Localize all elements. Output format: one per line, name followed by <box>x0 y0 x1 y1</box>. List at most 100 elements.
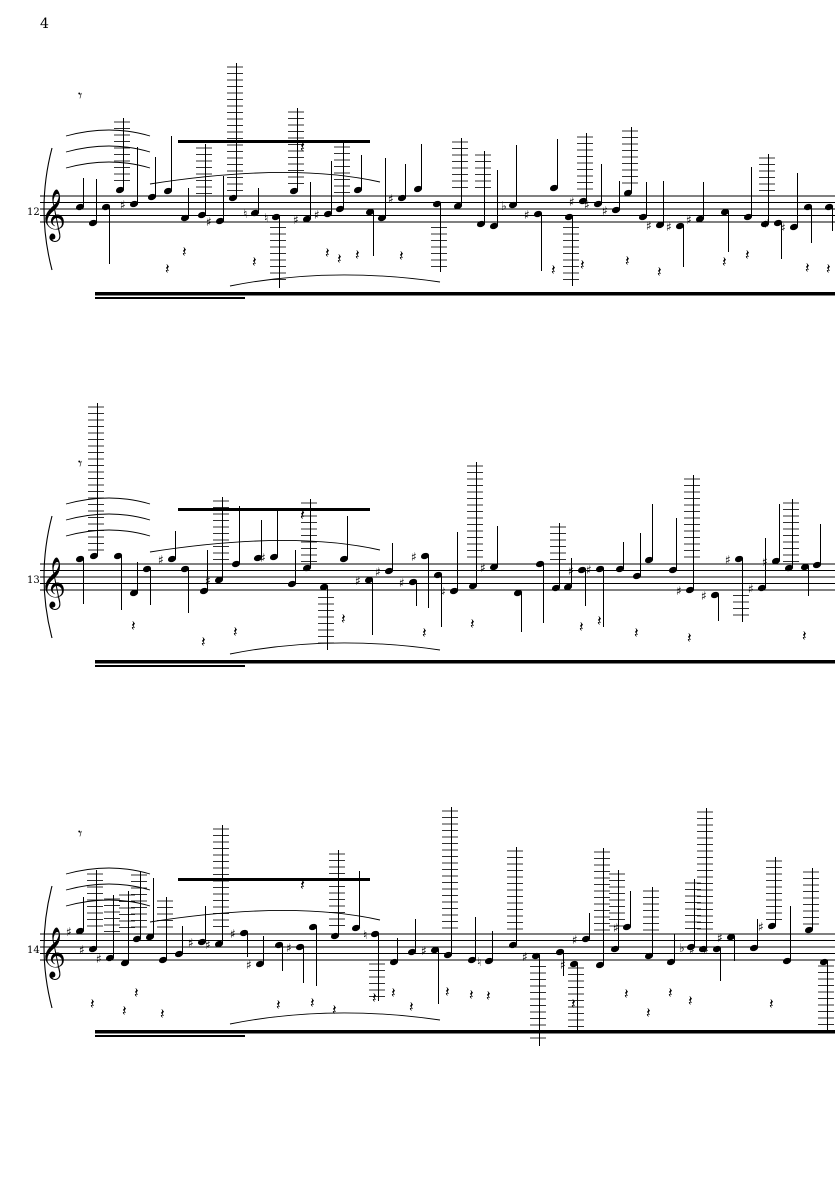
sharp-icon: ♯ <box>569 195 575 209</box>
quarter-rest-icon: 𝄽 <box>551 261 556 279</box>
note-head <box>413 185 423 193</box>
sharp-icon: ♯ <box>480 561 486 575</box>
note-head <box>555 948 565 956</box>
quarter-rest-icon: 𝄽 <box>337 250 342 268</box>
quarter-rest-icon: 𝄽 <box>688 992 693 1010</box>
natural-icon: ♮ <box>477 955 481 969</box>
note-head <box>432 200 442 208</box>
note-head <box>174 950 184 958</box>
note-head <box>551 584 561 592</box>
quarter-rest-icon: 𝄽 <box>722 253 727 271</box>
sharp-icon: ♯ <box>120 198 126 212</box>
quarter-rest-icon: 𝄽 <box>300 875 305 894</box>
sharp-icon: ♯ <box>246 958 252 972</box>
quarter-rest-icon: 𝄽 <box>657 263 662 281</box>
note-head <box>420 552 430 560</box>
note-head <box>180 565 190 573</box>
slur <box>65 883 151 891</box>
note-head <box>145 933 155 941</box>
note-head <box>215 217 225 225</box>
slur <box>65 129 151 137</box>
note-head <box>476 220 486 228</box>
sharp-icon: ♯ <box>355 574 361 588</box>
beam <box>178 878 370 881</box>
slur <box>65 513 151 521</box>
note-head <box>443 951 453 959</box>
quarter-rest-icon: 𝄽 <box>745 246 750 264</box>
note-head <box>269 553 279 561</box>
note-head <box>339 555 349 563</box>
note-head <box>214 576 224 584</box>
note-head <box>531 952 541 960</box>
quarter-rest-icon: 𝄽 <box>252 253 257 271</box>
note-head <box>214 940 224 948</box>
note-head <box>129 200 139 208</box>
note-head <box>734 555 744 563</box>
slur <box>149 910 381 923</box>
system-1: 𝄞♯𝄽𝄽♯♮𝄽♮♯♯𝄽𝄽𝄽♯𝄽♭♯𝄽♯𝄽♯♯𝄽♯𝄽♯♯𝄽𝄽♯♯𝄽𝄽𝄾𝄽 <box>40 63 835 299</box>
note-head <box>75 555 85 563</box>
natural-icon: ♮ <box>264 211 268 225</box>
note-head <box>638 213 648 221</box>
note-head <box>274 941 284 949</box>
quarter-rest-icon: 𝄽 <box>160 1005 165 1023</box>
note-head <box>549 184 559 192</box>
note-head <box>655 221 665 229</box>
note-head <box>129 589 139 597</box>
note-head <box>685 586 695 594</box>
note-head <box>489 563 499 571</box>
note-head <box>720 208 730 216</box>
note-head <box>407 948 417 956</box>
score-systems: 𝄞♯𝄽𝄽♯♮𝄽♮♯♯𝄽𝄽𝄽♯𝄽♭♯𝄽♯𝄽♯♯𝄽♯𝄽♯♯𝄽𝄽♯♯𝄽𝄽𝄾𝄽𝄞𝄽♯𝄽♯… <box>40 63 835 1046</box>
note-head <box>695 215 705 223</box>
note-head <box>757 584 767 592</box>
slur <box>229 274 441 287</box>
slur <box>65 529 151 537</box>
note-head <box>710 591 720 599</box>
quarter-rest-icon: 𝄽 <box>332 1001 337 1019</box>
note-head <box>726 933 736 941</box>
quarter-rest-icon: 𝄽 <box>486 987 491 1005</box>
note-head <box>147 193 157 201</box>
note-head <box>789 223 799 231</box>
quarter-rest-icon: 𝄽 <box>805 259 810 277</box>
note-head <box>384 567 394 575</box>
note-head <box>330 932 340 940</box>
note-head <box>595 565 605 573</box>
note-head <box>569 960 579 968</box>
note-head <box>308 923 318 931</box>
note-head <box>197 938 207 946</box>
note-head <box>760 220 770 228</box>
note-head <box>389 958 399 966</box>
note-head <box>804 926 814 934</box>
note-head <box>364 576 374 584</box>
note-head <box>595 961 605 969</box>
note-head <box>271 213 281 221</box>
quarter-rest-icon: 𝄽 <box>802 627 807 645</box>
note-head <box>622 923 632 931</box>
quarter-rest-icon: 𝄽 <box>134 984 139 1002</box>
note-head <box>289 187 299 195</box>
note-head <box>142 565 152 573</box>
note-head <box>88 219 98 227</box>
sharp-icon: ♯ <box>522 950 528 964</box>
flat-icon: ♭ <box>501 199 507 213</box>
sharp-icon: ♯ <box>206 215 212 229</box>
quarter-rest-icon: 𝄽 <box>131 617 136 635</box>
note-head <box>611 206 621 214</box>
eighth-rest-icon: 𝄾 <box>78 86 82 105</box>
note-head <box>610 945 620 953</box>
sharp-icon: ♯ <box>411 550 417 564</box>
sharp-icon: ♯ <box>293 213 299 227</box>
sharp-icon: ♯ <box>762 555 768 569</box>
measure-number-14: 14 <box>27 945 40 956</box>
note-head <box>644 952 654 960</box>
sharp-icon: ♯ <box>646 219 652 233</box>
note-head <box>351 924 361 932</box>
sharp-icon: ♯ <box>586 563 592 577</box>
sharp-icon: ♯ <box>686 213 692 227</box>
note-head <box>824 203 834 211</box>
beam <box>178 508 370 511</box>
sharp-icon: ♯ <box>666 220 672 234</box>
sharp-icon: ♯ <box>314 208 320 222</box>
